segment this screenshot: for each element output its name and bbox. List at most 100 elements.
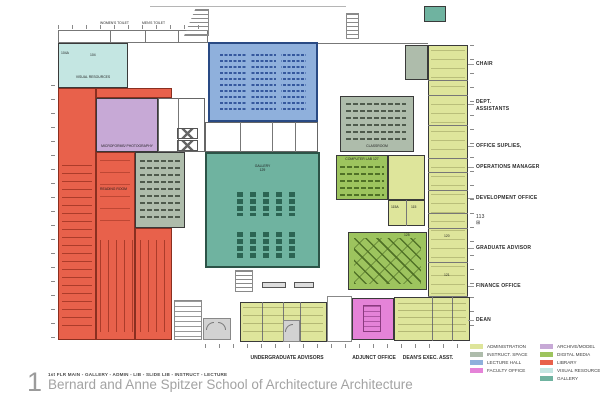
lecture-hall-seats — [220, 54, 306, 110]
callout-leader — [468, 198, 474, 199]
library-shelving — [100, 240, 166, 332]
wall-line — [428, 80, 468, 81]
wall-line — [178, 98, 179, 152]
room-number-127: 127 — [373, 157, 379, 161]
elevator-icon — [177, 128, 198, 139]
legend-swatch-administration — [470, 344, 483, 349]
dimension-line — [150, 6, 346, 7]
wall-line — [272, 122, 273, 152]
room-visual-resources — [58, 43, 128, 88]
legend-swatch-visual-resources — [540, 368, 553, 373]
callout-office-supplies: OFFICE SUPLIES, — [476, 143, 522, 149]
admin-wing-furniture — [431, 50, 465, 325]
conference-table — [363, 305, 381, 332]
legend-swatch-faculty-office — [470, 368, 483, 373]
wall-line — [432, 297, 433, 341]
room-number-120: 120 — [444, 234, 450, 238]
wall-line — [428, 125, 468, 126]
wall-line — [428, 158, 468, 159]
callout-leader — [468, 146, 474, 147]
wall-line — [178, 30, 179, 43]
callout-leader — [468, 64, 474, 65]
computer-lab-desks-diagonal — [354, 238, 421, 284]
visual-resources-label: VISUAL RESOURCES — [75, 75, 111, 79]
callout-finance-office: FINANCE OFFICE — [476, 283, 521, 289]
legend-label: GALLERY — [557, 376, 579, 381]
classroom-desks — [346, 103, 406, 141]
library-tables — [100, 160, 130, 230]
room-number-115a: 115A — [391, 205, 399, 209]
sheet-title: Bernard and Anne Spitzer School of Archi… — [48, 377, 413, 392]
room-number-125: 125 — [404, 233, 410, 237]
room-number-113: 113 — [476, 213, 485, 220]
room-office-yellow — [388, 155, 425, 200]
room-toilets-strip — [58, 30, 208, 43]
legend-label: LIBRARY — [557, 360, 577, 365]
wall-line — [428, 172, 468, 173]
wall-line — [428, 213, 468, 214]
legend-label: FACULTY OFFICE — [487, 368, 526, 373]
sheet-tagline: 1st FLR MAIN - GALLERY - ADMIN - LIB - S… — [48, 372, 228, 377]
wall-line — [240, 122, 241, 152]
microforms-label: MICROFORMS/ PHOTOGRAPHY — [101, 144, 153, 148]
legend-label: ADMINISTRATION — [487, 344, 526, 349]
grid-ticks-bottom — [205, 344, 470, 348]
seminar-desks — [140, 160, 180, 220]
reading-room-label: READING ROOM — [100, 187, 127, 191]
callout-leader — [468, 167, 474, 168]
entry-lobby — [327, 296, 352, 342]
elevator-icon — [177, 140, 198, 151]
grid-ticks-top — [58, 25, 208, 29]
callout-leader — [468, 286, 474, 287]
room-number-115: 115 — [411, 205, 417, 209]
callout-graduate-advisor: GRADUATE ADVISOR — [476, 245, 532, 251]
callout-leader — [468, 320, 474, 321]
wall-line — [110, 30, 111, 43]
callout-dean: DEAN — [476, 317, 491, 323]
door-arc — [285, 324, 293, 332]
wall-line — [428, 95, 468, 96]
room-microforms-photography — [96, 98, 158, 152]
wall-line — [300, 302, 301, 342]
lecture-hall-aisle — [276, 54, 281, 110]
legend-swatch-lecture-hall — [470, 360, 483, 365]
gallery-tables — [237, 230, 299, 258]
room-number-104a: 104A — [61, 51, 69, 55]
legend-label: ARCHIVE/MODEL — [557, 344, 596, 349]
stair-icon — [235, 270, 253, 292]
legend-swatch-digital-media — [540, 352, 553, 357]
legend-label: VISUAL RESOURCES — [557, 368, 600, 373]
legend-swatch-archive-model — [540, 344, 553, 349]
gallery-tables — [237, 190, 299, 216]
sheet-number: 1 — [27, 367, 43, 397]
computer-lab-label: COMPUTER LAB 127 — [336, 157, 388, 162]
wall-line — [295, 122, 296, 152]
womens-toilet-label: WOMEN'S TOILET — [100, 21, 129, 25]
gallery-name: GALLERY — [254, 164, 271, 168]
wall-line — [428, 296, 468, 297]
legend-swatch-gallery — [540, 376, 553, 381]
callout-adjunct-office: ADJUNCT OFFICE — [352, 355, 396, 361]
callout-deans-exec-asst: DEAN'S EXEC. ASST. — [402, 355, 454, 361]
room-number-104: 104 — [90, 53, 96, 57]
wall-line — [406, 200, 407, 226]
room-number-129: 129 — [259, 167, 266, 172]
callout-dept-assistants: DEPT. ASSISTANTS — [476, 99, 510, 112]
callout-leader — [468, 104, 474, 105]
door-arc — [206, 322, 214, 330]
callout-operations-manager: OPERATIONS MANAGER — [476, 164, 540, 170]
callout-undergraduate-advisors: UNDERGRADUATE ADVISORS — [250, 355, 324, 361]
stair-icon — [346, 13, 359, 39]
callout-room-113: 113 ⊞ — [476, 207, 485, 227]
wall-line — [452, 297, 453, 341]
callout-development-office: DEVELOPMENT OFFICE — [476, 195, 538, 201]
classroom-label: CLASSROOM — [366, 144, 388, 148]
wall-line — [428, 190, 468, 191]
computer-lab-name: COMPUTER LAB — [345, 157, 373, 161]
wall-line — [145, 30, 146, 43]
wall-line — [428, 228, 468, 229]
grid-ticks-right — [470, 45, 474, 331]
bench — [294, 282, 314, 288]
room-library — [96, 88, 172, 98]
